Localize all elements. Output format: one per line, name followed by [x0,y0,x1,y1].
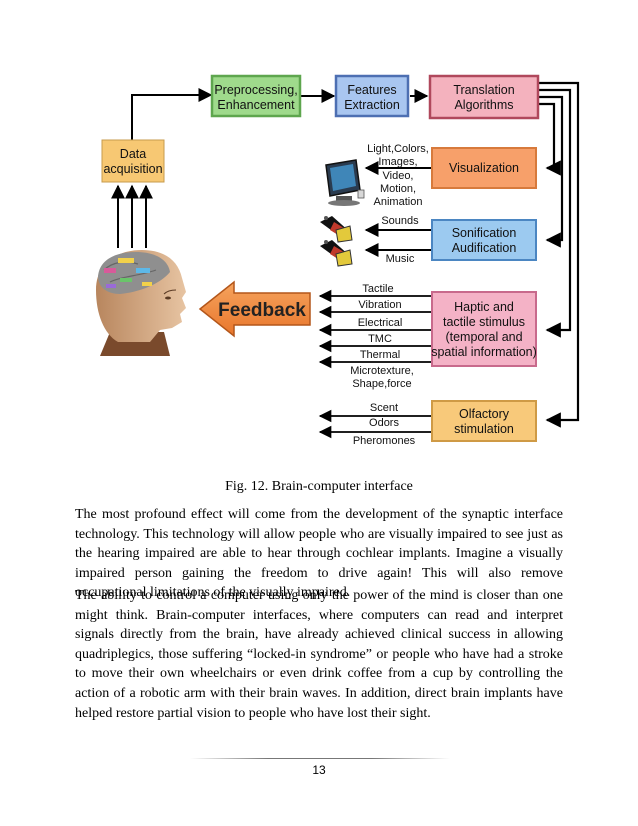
visual-output-4: Motion, [380,183,416,195]
sound-output-music: Music [386,253,415,265]
visual-output-3: Video, [383,170,414,182]
features-extraction-box: Features Extraction [334,74,410,118]
sonification-line-2: Audification [452,241,517,255]
head-brain-illustration [88,248,194,358]
brain-computer-interface-figure: Data acquisition Preprocessing, Enhancem… [88,74,580,447]
feedback-label: Feedback [218,300,306,321]
haptic-output-thermal: Thermal [360,349,400,361]
olfactory-line-2: stimulation [454,422,514,436]
olfactory-output-pheromones: Pheromones [353,435,416,447]
haptic-outputs [318,289,431,369]
haptic-output-tmc: TMC [368,333,392,345]
body-paragraph: The ability to control a computer using … [75,588,563,721]
figure-caption: Fig. 12. Brain-computer interface [225,479,413,494]
visual-output-1: Light,Colors, [367,143,429,155]
signal-arrows [111,88,429,248]
translation-line-2: Algorithms [454,98,513,112]
data-acquisition-line-1: Data [120,147,146,161]
haptic-line-4: spatial information) [431,345,537,359]
haptic-line-1: Haptic and [454,300,514,314]
feedback-arrow: Feedback [198,280,311,338]
olfactory-output-scent: Scent [370,402,398,414]
speaker-icon [320,216,353,243]
olfactory-line-1: Olfactory [459,407,510,421]
haptic-output-vibration: Vibration [358,299,401,311]
footer-divider [190,758,450,759]
page-number: 13 [312,763,326,777]
haptic-line-2: tactile stimulus [443,315,525,329]
preprocessing-line-2: Enhancement [217,98,295,112]
haptic-box: Haptic and tactile stimulus (temporal an… [431,291,537,367]
olfactory-box: Olfactory stimulation [431,400,537,442]
haptic-output-microtexture: Microtexture, [350,365,414,377]
haptic-output-electrical: Electrical [358,317,403,329]
haptic-output-labels: Tactile Vibration Electrical TMC Thermal… [350,283,414,390]
translation-bus [539,81,580,428]
visualization-box: Visualization [431,147,537,189]
sound-outputs: Sounds Music [364,215,431,265]
haptic-line-3: (temporal and [445,330,522,344]
data-acquisition-box: Data acquisition [101,139,165,183]
sound-output-sounds: Sounds [381,215,419,227]
translation-line-1: Translation [453,83,514,97]
haptic-output-shape: Shape,force [352,378,411,390]
haptic-output-tactile: Tactile [362,283,393,295]
monitor-icon [325,159,365,206]
features-line-1: Features [347,83,396,97]
data-acquisition-line-2: acquisition [103,162,162,176]
visualization-label: Visualization [449,161,519,175]
sonification-box: Sonification Audification [431,219,537,261]
preprocessing-box: Preprocessing, Enhancement [210,74,302,118]
translation-algorithms-box: Translation Algorithms [428,74,540,120]
speaker-icon-2 [320,240,353,267]
olfactory-output-odors: Odors [369,417,399,429]
visual-output-5: Animation [374,196,423,208]
features-line-2: Extraction [344,98,400,112]
sonification-line-1: Sonification [452,226,517,240]
olfactory-outputs: Scent Odors Pheromones [318,402,431,447]
preprocessing-line-1: Preprocessing, [214,83,297,97]
body-paragraph: The most profound effect will come from … [75,507,563,601]
visual-outputs: Light,Colors, Images, Video, Motion, Ani… [364,143,431,208]
visual-output-2: Images, [378,156,417,168]
